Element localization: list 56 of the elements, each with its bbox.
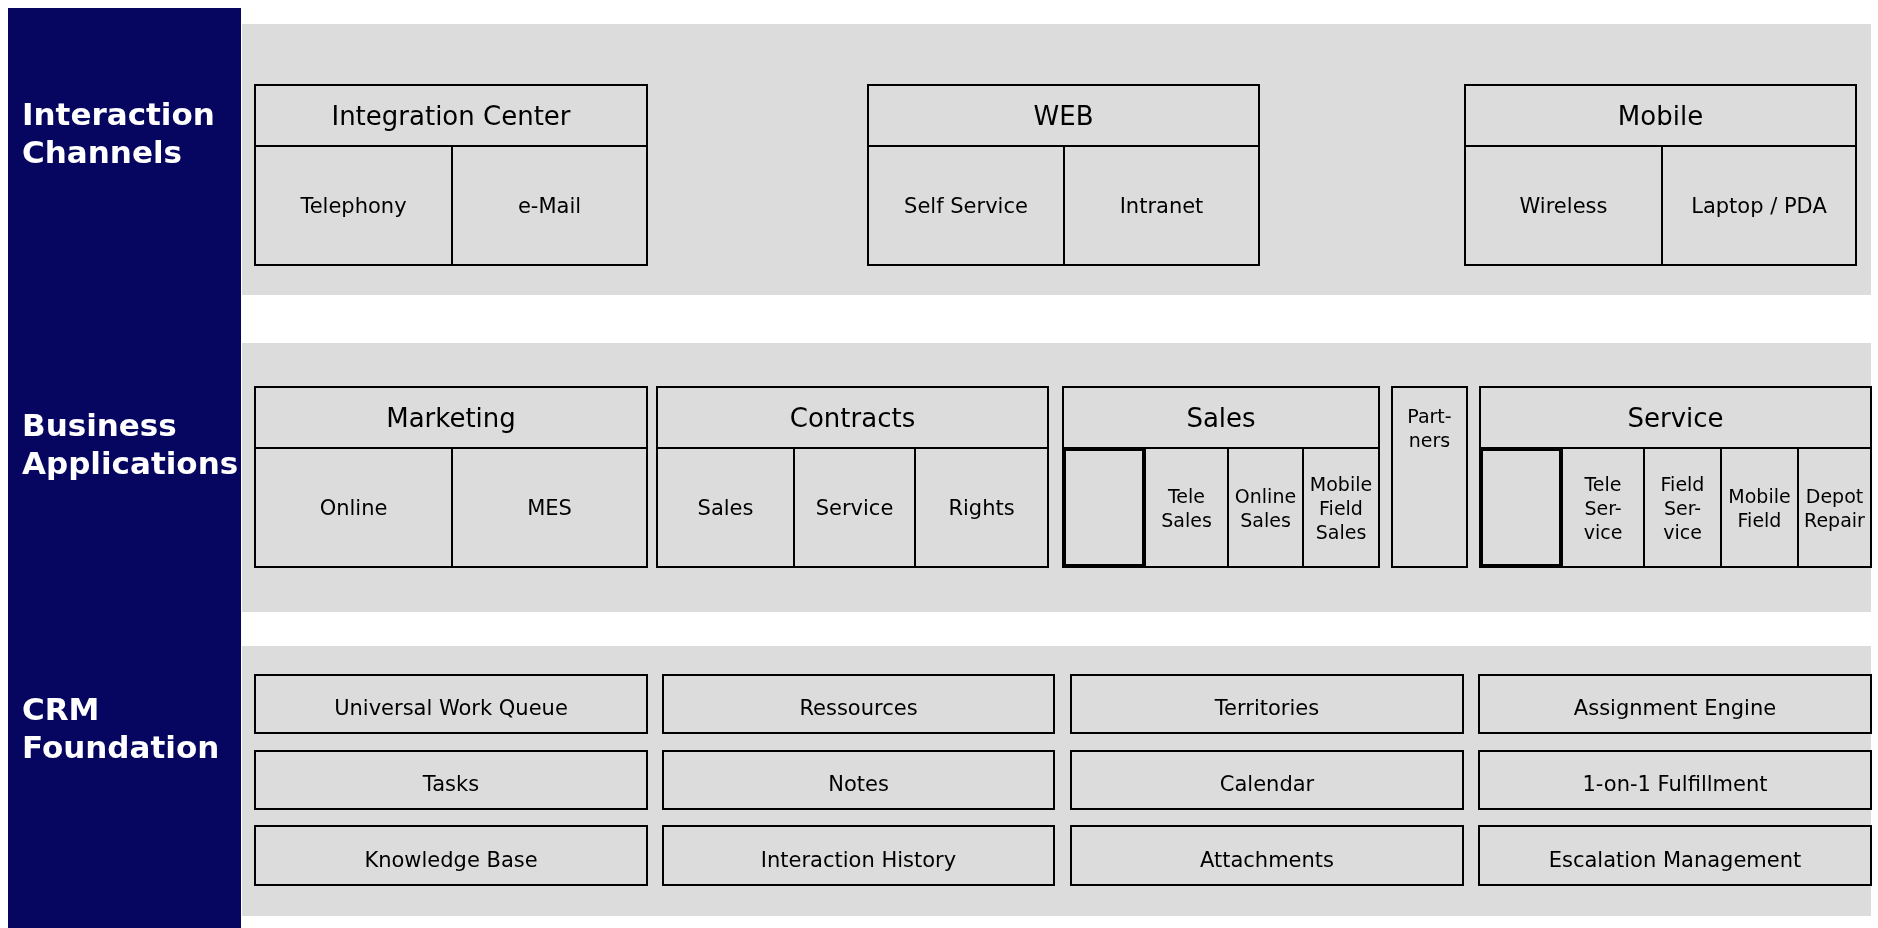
module-label: Mobile Field Sales [1308, 471, 1374, 544]
service-box [1070, 750, 1464, 810]
service-box [1478, 750, 1872, 810]
service-label: Escalation Management [1548, 847, 1802, 872]
service-label: Territories [1214, 696, 1320, 720]
module-label: Telephony [300, 192, 407, 219]
module-label: Sales [697, 494, 754, 521]
service-box [1478, 825, 1872, 886]
layer-title: Interaction Channels [22, 95, 216, 171]
layer-title: Business Applications [22, 406, 240, 482]
module-label: Wireless [1519, 192, 1608, 219]
module-label: Online [319, 494, 388, 521]
service-label: Knowledge Base [364, 847, 538, 872]
module-label: Tele Sales [1160, 483, 1213, 532]
module-label: Online Sales [1233, 483, 1298, 532]
service-label: Universal Work Queue [334, 696, 568, 720]
empty-cell [1064, 449, 1144, 566]
module-box [656, 386, 1049, 568]
module-box [1391, 386, 1468, 568]
module-box [1062, 386, 1380, 568]
service-box [1070, 825, 1464, 886]
module-label: Depot Repair [1803, 483, 1866, 532]
service-label: Notes [828, 772, 889, 796]
service-label: Ressources [799, 696, 918, 720]
service-box [1478, 674, 1872, 734]
layer-title: CRM Foundation [22, 690, 221, 766]
module-box [1464, 84, 1857, 266]
module-label: Service [815, 494, 894, 521]
module-label: Intranet [1119, 192, 1204, 219]
service-label: 1-on-1 Fulfillment [1582, 772, 1768, 796]
module-label: Rights [948, 494, 1015, 521]
module-label: Self Service [904, 192, 1028, 219]
service-box [662, 750, 1055, 810]
service-label: Tasks [422, 772, 480, 796]
empty-cell [1481, 449, 1561, 566]
service-label: Interaction History [760, 847, 957, 872]
service-box [662, 825, 1055, 886]
module-box [867, 84, 1260, 266]
service-box [254, 750, 648, 810]
module-label: Laptop / PDA [1691, 192, 1827, 219]
service-box [254, 825, 648, 886]
service-label: Assignment Engine [1573, 696, 1777, 720]
module-label: Part-ners [1406, 404, 1453, 453]
module-label: MES [527, 494, 572, 521]
module-box [254, 386, 648, 568]
service-label: Attachments [1199, 847, 1335, 872]
module-label: e-Mail [517, 192, 582, 219]
module-box [1479, 386, 1872, 568]
module-label: Mobile Field [1727, 483, 1792, 532]
module-label: Tele Ser-vice [1582, 471, 1624, 544]
service-box [662, 674, 1055, 734]
service-box [254, 674, 648, 734]
service-label: Calendar [1219, 772, 1315, 796]
module-box [254, 84, 648, 266]
service-box [1070, 674, 1464, 734]
module-label: Field Ser-vice [1659, 471, 1706, 544]
